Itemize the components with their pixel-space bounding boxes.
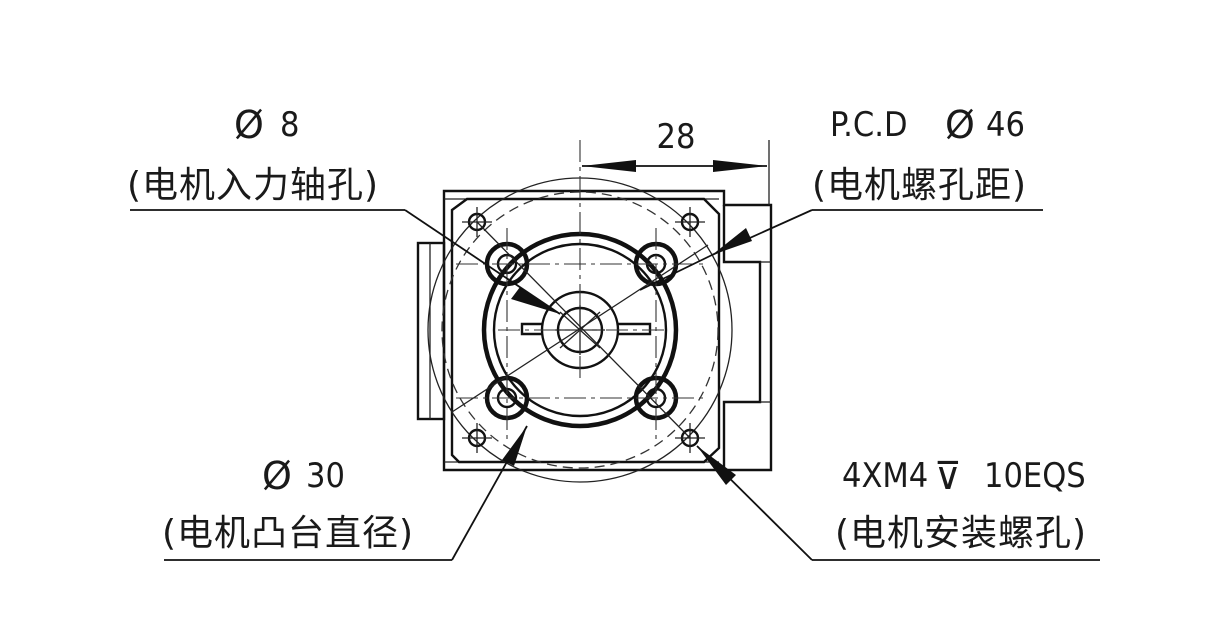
- shaft-hole-leader: [130, 209, 561, 315]
- pcd-phi: Ø: [945, 103, 975, 147]
- mounting-label: (电机安装螺孔): [835, 513, 1087, 554]
- shaft-hole-phi: Ø: [234, 103, 264, 147]
- pcd-label: (电机螺孔距): [812, 165, 1027, 206]
- spigot-phi: Ø: [262, 454, 292, 498]
- spigot-label: (电机凸台直径): [162, 513, 414, 554]
- shaft-hole-label: (电机入力轴孔): [127, 165, 379, 206]
- mounting-leader: [696, 445, 1100, 561]
- mounting-value: 10EQS: [984, 456, 1086, 496]
- center-lines: [451, 140, 709, 453]
- flange-body: [416, 189, 773, 472]
- width-dimension: [582, 140, 770, 205]
- pcd-prefix: P.C.D: [830, 105, 908, 145]
- hidden-circle: [441, 191, 719, 469]
- shaft-hole-value: 8: [280, 105, 299, 145]
- pcd-leader: [639, 209, 1043, 291]
- spigot-leader: [164, 425, 528, 561]
- width-dimension-value: 28: [657, 117, 696, 157]
- mounting-dimension: 4XM4: [842, 456, 928, 496]
- spigot-value: 30: [306, 456, 345, 496]
- mounting-depth-symbol: ⊽: [934, 454, 962, 498]
- spigot-inner: [492, 242, 668, 418]
- pcd-value: 46: [986, 105, 1025, 145]
